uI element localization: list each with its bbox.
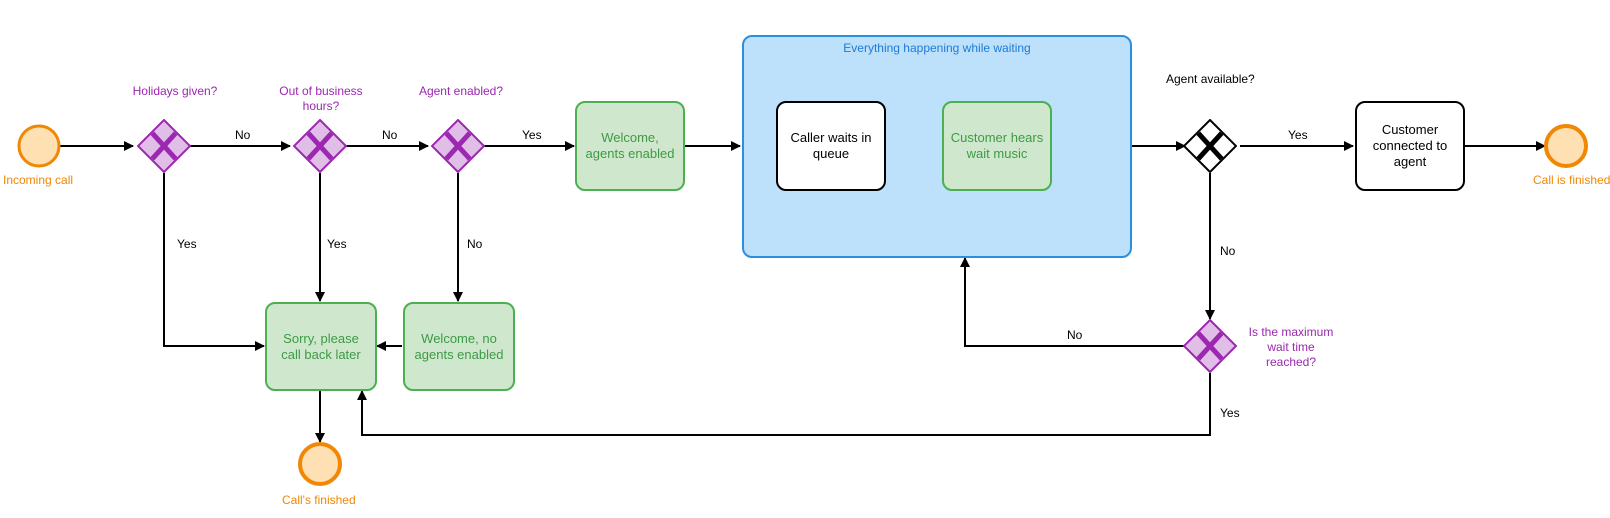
edge-label-agent-no: No bbox=[467, 237, 483, 251]
gateway-out-of-hours[interactable] bbox=[293, 119, 347, 173]
end-event-calls-finished[interactable] bbox=[298, 442, 342, 486]
label-max-wait: Is the maximum wait time reached? bbox=[1248, 325, 1334, 369]
edge-label-hours-no: No bbox=[382, 128, 398, 142]
label-out-of-hours: Out of business hours? bbox=[279, 84, 363, 113]
gateway-max-wait[interactable] bbox=[1183, 319, 1237, 373]
label-agent-available: Agent available? bbox=[1166, 72, 1255, 86]
edge-label-hours-yes: Yes bbox=[327, 237, 347, 251]
edge-holidays-yes bbox=[163, 173, 265, 351]
edge-label-agent-yes: Yes bbox=[522, 128, 542, 142]
edge-max-no bbox=[960, 257, 1185, 347]
task-welcome-agents-enabled[interactable]: Welcome, agents enabled bbox=[575, 101, 685, 191]
label-call-is-finished: Call is finished bbox=[1533, 173, 1610, 187]
gateway-agent-enabled[interactable] bbox=[431, 119, 485, 173]
gateway-agent-available[interactable] bbox=[1183, 119, 1237, 173]
gateway-holidays[interactable] bbox=[137, 119, 191, 173]
waiting-group-title: Everything happening while waiting bbox=[843, 41, 1031, 55]
edge-label-max-no: No bbox=[1067, 328, 1083, 342]
edge-label-holidays-no: No bbox=[235, 128, 251, 142]
x-icon bbox=[444, 131, 472, 161]
x-icon bbox=[150, 131, 178, 161]
edge-label-available-no: No bbox=[1220, 244, 1236, 258]
x-icon bbox=[306, 131, 334, 161]
task-welcome-no-agents[interactable]: Welcome, no agents enabled bbox=[403, 302, 515, 391]
edge-label-holidays-yes: Yes bbox=[177, 237, 197, 251]
label-calls-finished: Call's finished bbox=[282, 493, 356, 507]
task-sorry-call-back[interactable]: Sorry, please call back later bbox=[265, 302, 377, 391]
label-agent-enabled: Agent enabled? bbox=[418, 84, 504, 98]
label-incoming-call: Incoming call bbox=[3, 173, 74, 187]
task-customer-connected[interactable]: Customer connected to agent bbox=[1355, 101, 1465, 191]
x-icon bbox=[1196, 331, 1224, 361]
label-holidays-given: Holidays given? bbox=[132, 84, 218, 98]
edge-label-max-yes: Yes bbox=[1220, 406, 1240, 420]
edge-max-yes bbox=[357, 373, 1211, 436]
task-caller-waits[interactable]: Caller waits in queue bbox=[776, 101, 886, 191]
x-icon bbox=[1196, 131, 1224, 161]
edge-label-available-yes: Yes bbox=[1288, 128, 1308, 142]
task-wait-music[interactable]: Customer hears wait music bbox=[942, 101, 1052, 191]
start-event-incoming-call[interactable] bbox=[17, 124, 61, 168]
end-event-call-finished[interactable] bbox=[1544, 124, 1588, 168]
